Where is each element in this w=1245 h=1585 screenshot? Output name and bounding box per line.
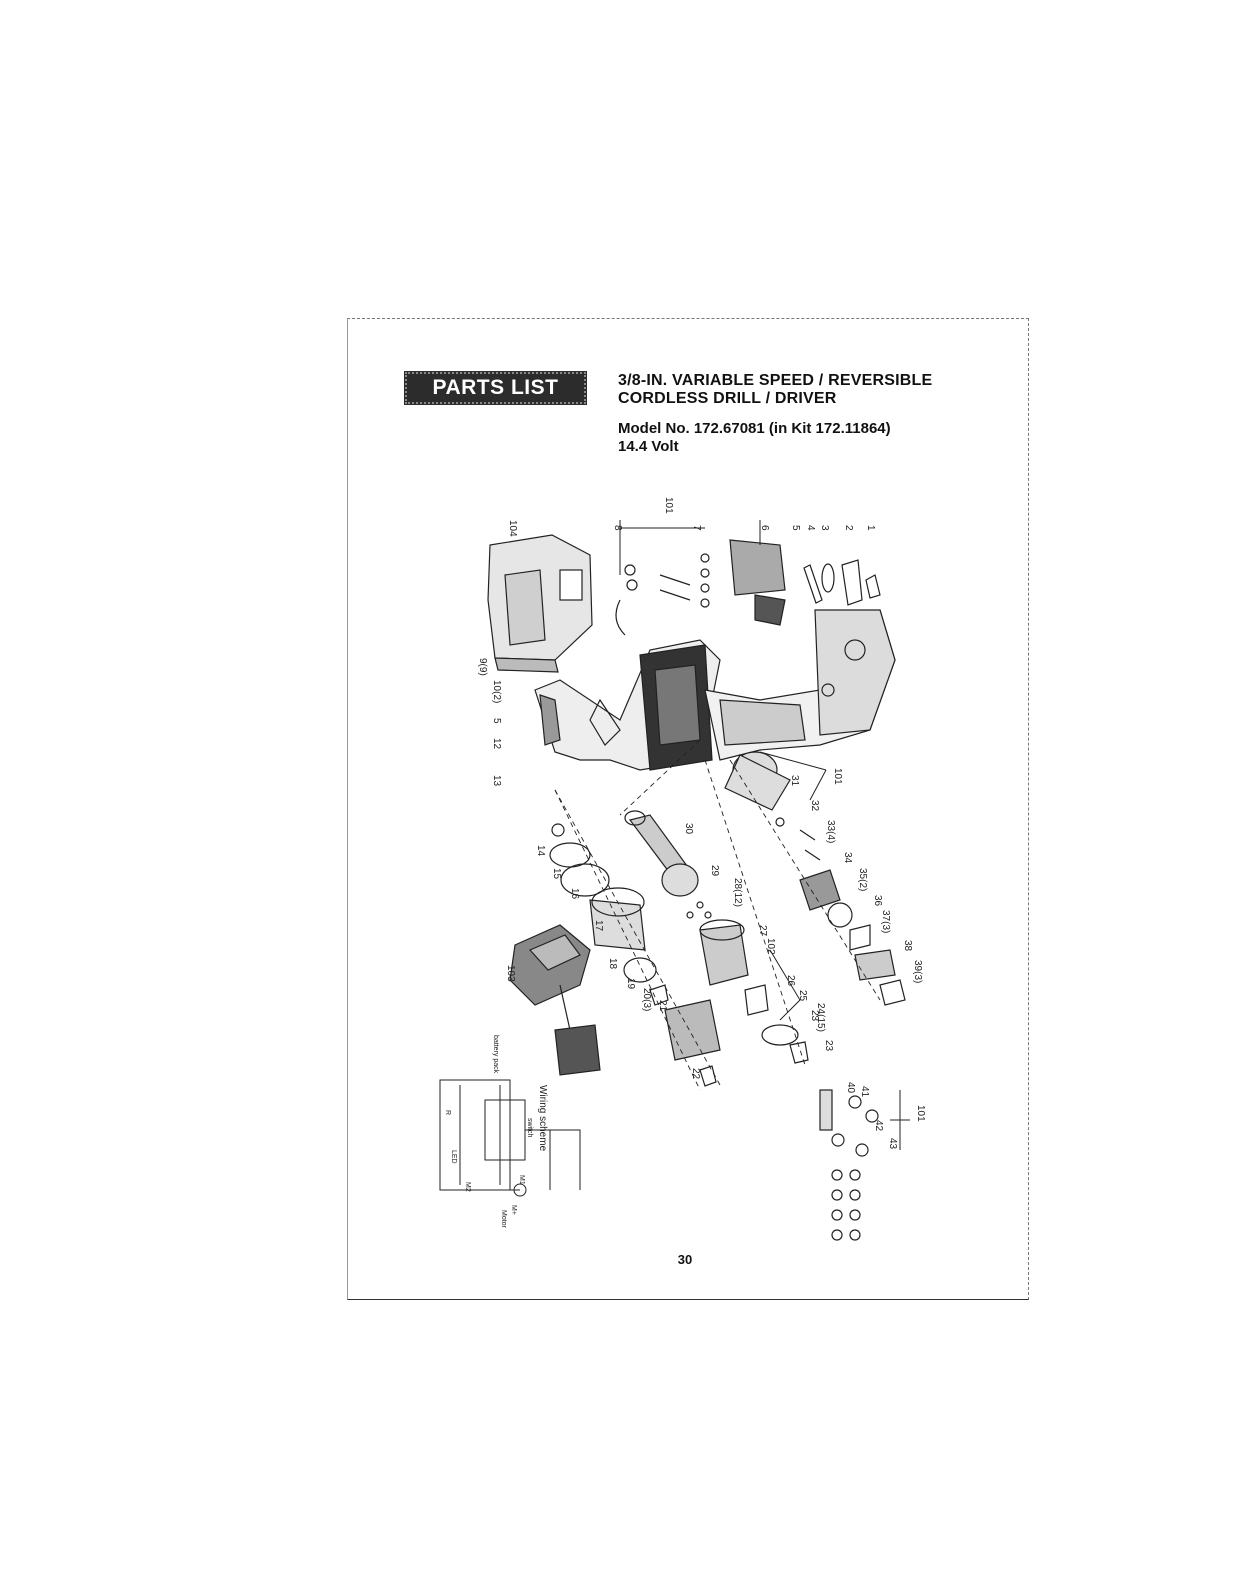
callout-23a: 23	[809, 1010, 820, 1022]
page-title: 3/8-IN. VARIABLE SPEED / REVERSIBLE CORD…	[618, 372, 932, 456]
callout-13: 13	[491, 775, 502, 787]
wiring-scheme-drawing	[439, 1079, 581, 1197]
callout-101a: 101	[663, 497, 674, 514]
wiring-m1: M1	[518, 1175, 525, 1185]
battery-pack-drawing	[487, 534, 593, 673]
callout-12: 12	[491, 738, 502, 750]
motor-drawing	[724, 751, 906, 1006]
callout-29: 29	[709, 865, 720, 877]
model-line: Model No. 172.67081 (in Kit 172.11864)	[618, 420, 891, 437]
title-line-2: CORDLESS DRILL / DRIVER	[618, 390, 837, 407]
callout-32: 32	[809, 800, 820, 812]
callout-15: 15	[551, 868, 562, 880]
callout-103: 103	[505, 965, 516, 982]
assembly-guide-lines	[554, 739, 881, 1091]
callout-10: 10(2)	[491, 680, 502, 703]
callout-40: 40	[845, 1082, 856, 1094]
callout-18: 18	[607, 958, 618, 970]
callout-101c: 101	[915, 1105, 926, 1122]
callout-3: 3	[819, 525, 830, 531]
page-frame	[347, 318, 1029, 1300]
wiring-motor: Motor	[500, 1210, 507, 1229]
callout-102: 102	[765, 938, 776, 955]
parts-list-badge: PARTS LIST cont.	[404, 371, 587, 433]
wiring-switch: switch	[526, 1118, 533, 1138]
callout-1: 1	[865, 525, 876, 531]
wiring-title: Wiring scheme	[537, 1085, 548, 1152]
charger-drawing	[509, 924, 601, 1076]
wiring-m2: M2	[464, 1182, 471, 1192]
callout-17: 17	[593, 920, 604, 932]
callout-brackets	[619, 520, 910, 1150]
wiring-labels: Wiring scheme switch battery pack LED Mo…	[444, 1035, 548, 1229]
callout-30: 30	[683, 823, 694, 835]
callout-39: 39(3)	[912, 960, 923, 983]
callout-25: 25	[797, 990, 808, 1002]
callout-8: 8	[612, 525, 623, 531]
housing-half-left-drawing	[534, 639, 721, 771]
switch-terminals-drawing	[819, 1089, 879, 1241]
callout-5b: 5	[491, 718, 502, 724]
callout-35: 35(2)	[857, 868, 868, 891]
housing-half-right-drawing	[704, 609, 896, 761]
callout-37: 37(3)	[880, 910, 891, 933]
callout-20: 20(3)	[641, 988, 652, 1011]
switch-assembly-drawing	[615, 539, 786, 636]
title-line-1: 3/8-IN. VARIABLE SPEED / REVERSIBLE	[618, 372, 933, 389]
callout-104: 104	[507, 520, 518, 537]
callout-4: 4	[805, 525, 816, 531]
gearbox-drawing	[624, 810, 809, 1064]
callout-7: 7	[691, 525, 702, 531]
label-parts-drawing	[803, 559, 881, 606]
callout-28: 28(12)	[732, 878, 743, 907]
callout-21: 21	[657, 1000, 668, 1012]
callout-27: 27	[757, 925, 768, 937]
callout-24: 24(15)	[815, 1003, 826, 1032]
callout-14: 14	[535, 845, 546, 857]
wiring-mp: M+	[510, 1205, 517, 1215]
wiring-led: LED	[450, 1150, 457, 1164]
wiring-r: R	[444, 1110, 451, 1115]
callout-34: 34	[842, 852, 853, 864]
callout-22: 22	[690, 1068, 701, 1080]
callout-33: 33(4)	[825, 820, 836, 843]
wiring-battery: battery pack	[492, 1035, 499, 1074]
callout-31: 31	[789, 775, 800, 787]
callout-43: 43	[887, 1138, 898, 1150]
callout-41: 41	[859, 1086, 870, 1098]
voltage-line: 14.4 Volt	[618, 438, 679, 455]
callout-23b: 23	[823, 1040, 834, 1052]
callout-42: 42	[873, 1120, 884, 1132]
callout-labels: 101 104 8 7 6 5 4 3 2 1 9(9) 10(2) 5 12 …	[477, 497, 926, 1150]
callout-6: 6	[759, 525, 770, 531]
callout-19: 19	[625, 978, 636, 990]
callout-5a: 5	[790, 525, 801, 531]
callout-26: 26	[785, 975, 796, 987]
callout-36: 36	[872, 895, 883, 907]
callout-2: 2	[843, 525, 854, 531]
callout-9: 9(9)	[477, 658, 488, 676]
page-number: 30	[677, 1252, 693, 1267]
callout-101b: 101	[832, 768, 843, 785]
callout-38: 38	[902, 940, 913, 952]
clutch-drawing	[549, 823, 721, 1087]
callout-16: 16	[569, 888, 580, 900]
